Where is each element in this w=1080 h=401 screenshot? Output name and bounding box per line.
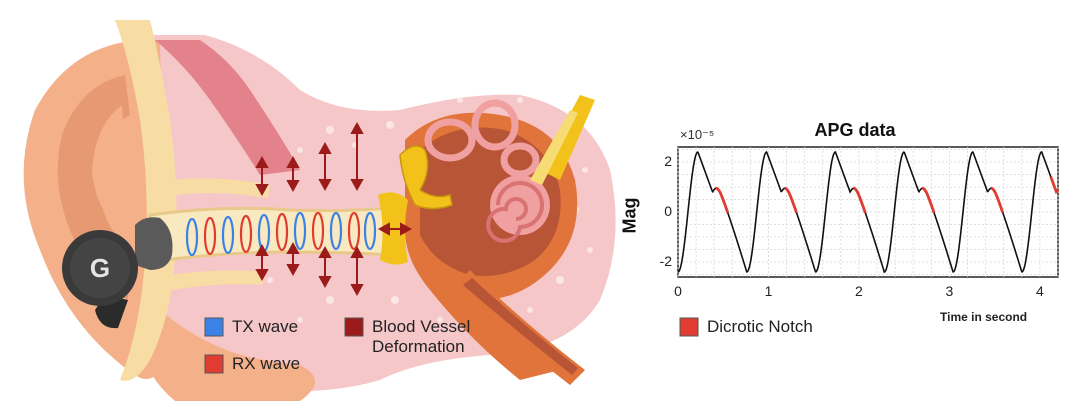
apg-x-axis-label: Time in second [940, 310, 1028, 324]
x-tick-label: 0 [674, 283, 682, 299]
pinna-fold [92, 105, 125, 232]
arrow-lower-4 [350, 245, 364, 297]
tx-wave [329, 211, 343, 251]
rx-wave [203, 216, 217, 256]
rx-wave [347, 211, 361, 251]
neck-skin [140, 300, 315, 401]
arrow-upper-2 [286, 155, 300, 193]
arrow-lower-2 [286, 241, 300, 277]
arrow-lower-3 [318, 245, 332, 289]
arrow-eardrum [377, 222, 413, 236]
tx-legend-swatch [204, 317, 224, 337]
tx-wave [293, 211, 307, 251]
ear-diagram [23, 20, 616, 401]
cochlea [486, 175, 550, 243]
x-tick-label: 4 [1035, 283, 1044, 299]
y-tick-label: 2 [664, 153, 672, 169]
arrow-upper-4 [350, 121, 364, 192]
apg-y-axis-label: Mag [619, 197, 640, 234]
earbud-face [70, 238, 130, 298]
tx-wave [221, 215, 235, 255]
arrow-lower-1 [255, 243, 269, 282]
cartilage-pad-lower [170, 270, 265, 290]
rx-legend-label: RX wave [232, 354, 301, 373]
auditory-nerve-b [530, 110, 578, 185]
blood-legend-label-line1: Blood Vessel [372, 317, 471, 336]
earbud [62, 217, 173, 329]
cartilage-pad-upper [170, 178, 270, 198]
blood-legend-label-line2: Deformation [372, 337, 465, 356]
apg-exponent-label: ×10⁻⁵ [680, 127, 715, 142]
x-tick-label: 2 [855, 283, 863, 299]
arrow-upper-1 [255, 155, 269, 197]
dicrotic-legend-swatch [679, 317, 699, 337]
dicrotic-notch-segment [784, 186, 798, 214]
y-tick-label: 0 [664, 203, 672, 219]
earbud-tip [135, 217, 173, 270]
dicrotic-legend-label: Dicrotic Notch [707, 317, 813, 336]
x-tick-label: 1 [764, 283, 773, 299]
x-tick-label: 3 [945, 283, 954, 299]
rx-wave [311, 211, 325, 251]
rx-wave [275, 212, 289, 252]
canal-waves [185, 211, 377, 257]
apg-chart [677, 146, 1060, 278]
y-tick-label: -2 [659, 253, 672, 269]
dicrotic-notch-segment [991, 186, 1005, 214]
eustachian-tube-inner [463, 278, 578, 375]
ear-cartilage [115, 20, 177, 381]
arrow-upper-3 [318, 141, 332, 192]
blood-legend-swatch [344, 317, 364, 337]
tx-wave [185, 217, 199, 257]
rx-legend-swatch [204, 354, 224, 374]
tx-wave [363, 211, 377, 251]
dicrotic-notch-segment [715, 186, 730, 214]
dicrotic-notch-segment [922, 186, 936, 214]
semicircular-canals [424, 99, 540, 178]
tx-legend-label: TX wave [232, 317, 299, 336]
grid-lines [677, 147, 1059, 277]
dicrotic-notch-segment [1049, 176, 1060, 194]
ossicles [399, 145, 453, 210]
series-layer [677, 150, 1060, 274]
muscle-strip [155, 40, 300, 175]
earbud-logo: G [89, 253, 111, 283]
apg-title: APG data [814, 120, 896, 140]
rx-wave [239, 214, 253, 254]
dicrotic-notch-segment [853, 186, 867, 214]
deformation-arrows [255, 121, 413, 297]
